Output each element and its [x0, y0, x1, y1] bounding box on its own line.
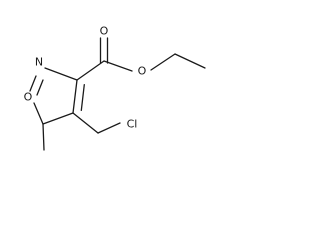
ring-nitrogen-label: N [35, 56, 43, 69]
molecule-structure: N O O O Cl [24, 25, 206, 151]
carbonyl-oxygen-label: O [100, 25, 109, 38]
bond-c4-ch2 [72, 112, 99, 134]
bond-ch2-ch3 [174, 53, 206, 69]
ester-oxygen-label: O [138, 65, 147, 78]
bond-carbonyl-ester-o [103, 60, 133, 72]
bond-n-c3 [44, 67, 78, 81]
structure-canvas: N O O O Cl [0, 0, 214, 158]
ring-oxygen-label: O [24, 91, 33, 104]
bond-c5-methyl [42, 123, 45, 151]
chlorine-label: Cl [127, 118, 138, 131]
bond-c4-c5 [42, 112, 74, 125]
bond-ch2-cl [97, 122, 121, 134]
bond-ester-o-ch2 [150, 53, 176, 71]
bond-o-n [29, 75, 37, 92]
bond-c5-o [33, 102, 44, 125]
bond-o-n-inner [36, 79, 44, 96]
bond-c3-c4 [72, 79, 78, 114]
bond-c3-c4-inner [80, 83, 85, 112]
bond-c3-carbonyl [76, 60, 105, 81]
